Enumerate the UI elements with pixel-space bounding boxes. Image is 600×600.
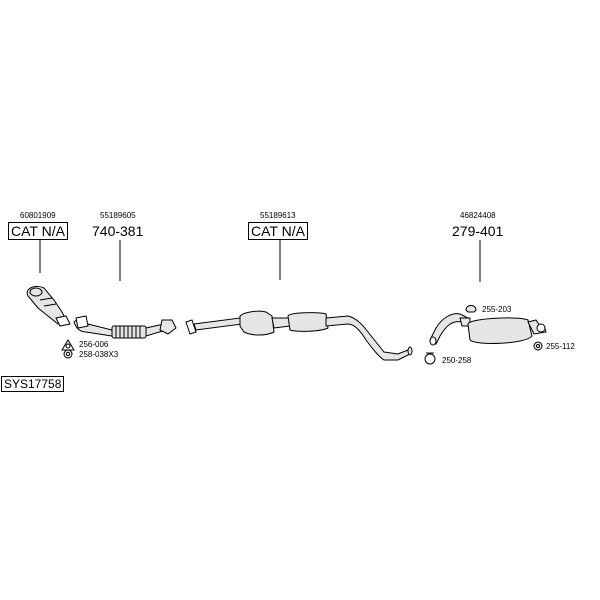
small-part-label-250-258[interactable]: 250-258: [442, 356, 472, 365]
part-code-1[interactable]: CAT N/A: [8, 222, 68, 240]
oem-number-2: 55189605: [100, 211, 136, 220]
mid-pipe-part[interactable]: [185, 310, 413, 361]
oem-number-4: 46824408: [460, 211, 496, 220]
small-part-label-258-038x3[interactable]: 258-038X3: [79, 350, 119, 359]
front-pipe-part[interactable]: [73, 315, 177, 339]
leader-lines: [39, 240, 481, 282]
nut-icon[interactable]: [63, 349, 73, 359]
small-part-label-255-203[interactable]: 255-203: [482, 305, 512, 314]
mounting-bracket-icon[interactable]: [533, 341, 543, 351]
oem-number-3: 55189613: [260, 211, 296, 220]
gasket-triangle-icon[interactable]: [61, 339, 75, 351]
part-code-3[interactable]: CAT N/A: [248, 222, 308, 240]
oem-number-1: 60801909: [20, 211, 56, 220]
rubber-mount-icon[interactable]: [465, 305, 477, 313]
clamp-ring-icon[interactable]: [424, 352, 436, 365]
part-code-2[interactable]: 740-381: [92, 223, 144, 239]
small-part-label-256-006[interactable]: 256-006: [79, 340, 109, 349]
manifold-catalyst-part[interactable]: [26, 285, 71, 327]
small-part-label-255-112[interactable]: 255-112: [546, 342, 575, 351]
rear-silencer-part[interactable]: [429, 313, 547, 346]
system-id-label: SYS17758: [1, 376, 65, 392]
part-code-4[interactable]: 279-401: [452, 223, 504, 239]
